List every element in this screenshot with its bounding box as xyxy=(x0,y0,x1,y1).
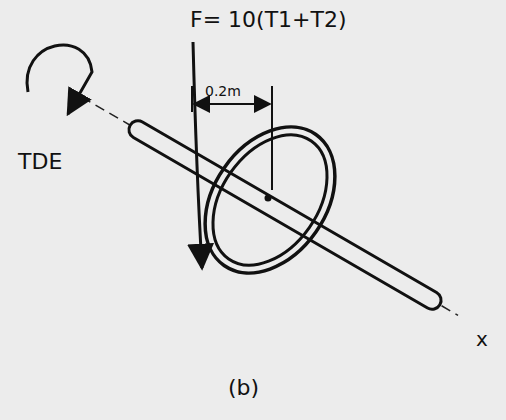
torque-label: TDE xyxy=(18,150,62,174)
dimension-label: 0.2m xyxy=(205,84,241,99)
force-label: F= 10(T1+T2) xyxy=(190,8,347,32)
force-arrow xyxy=(193,42,202,268)
caption: (b) xyxy=(228,376,259,400)
torque-arrow xyxy=(27,45,92,114)
shaft xyxy=(77,89,462,323)
dimension xyxy=(192,86,272,190)
axis-label: x xyxy=(476,328,488,350)
center-point xyxy=(265,195,272,202)
pulley xyxy=(178,102,362,297)
